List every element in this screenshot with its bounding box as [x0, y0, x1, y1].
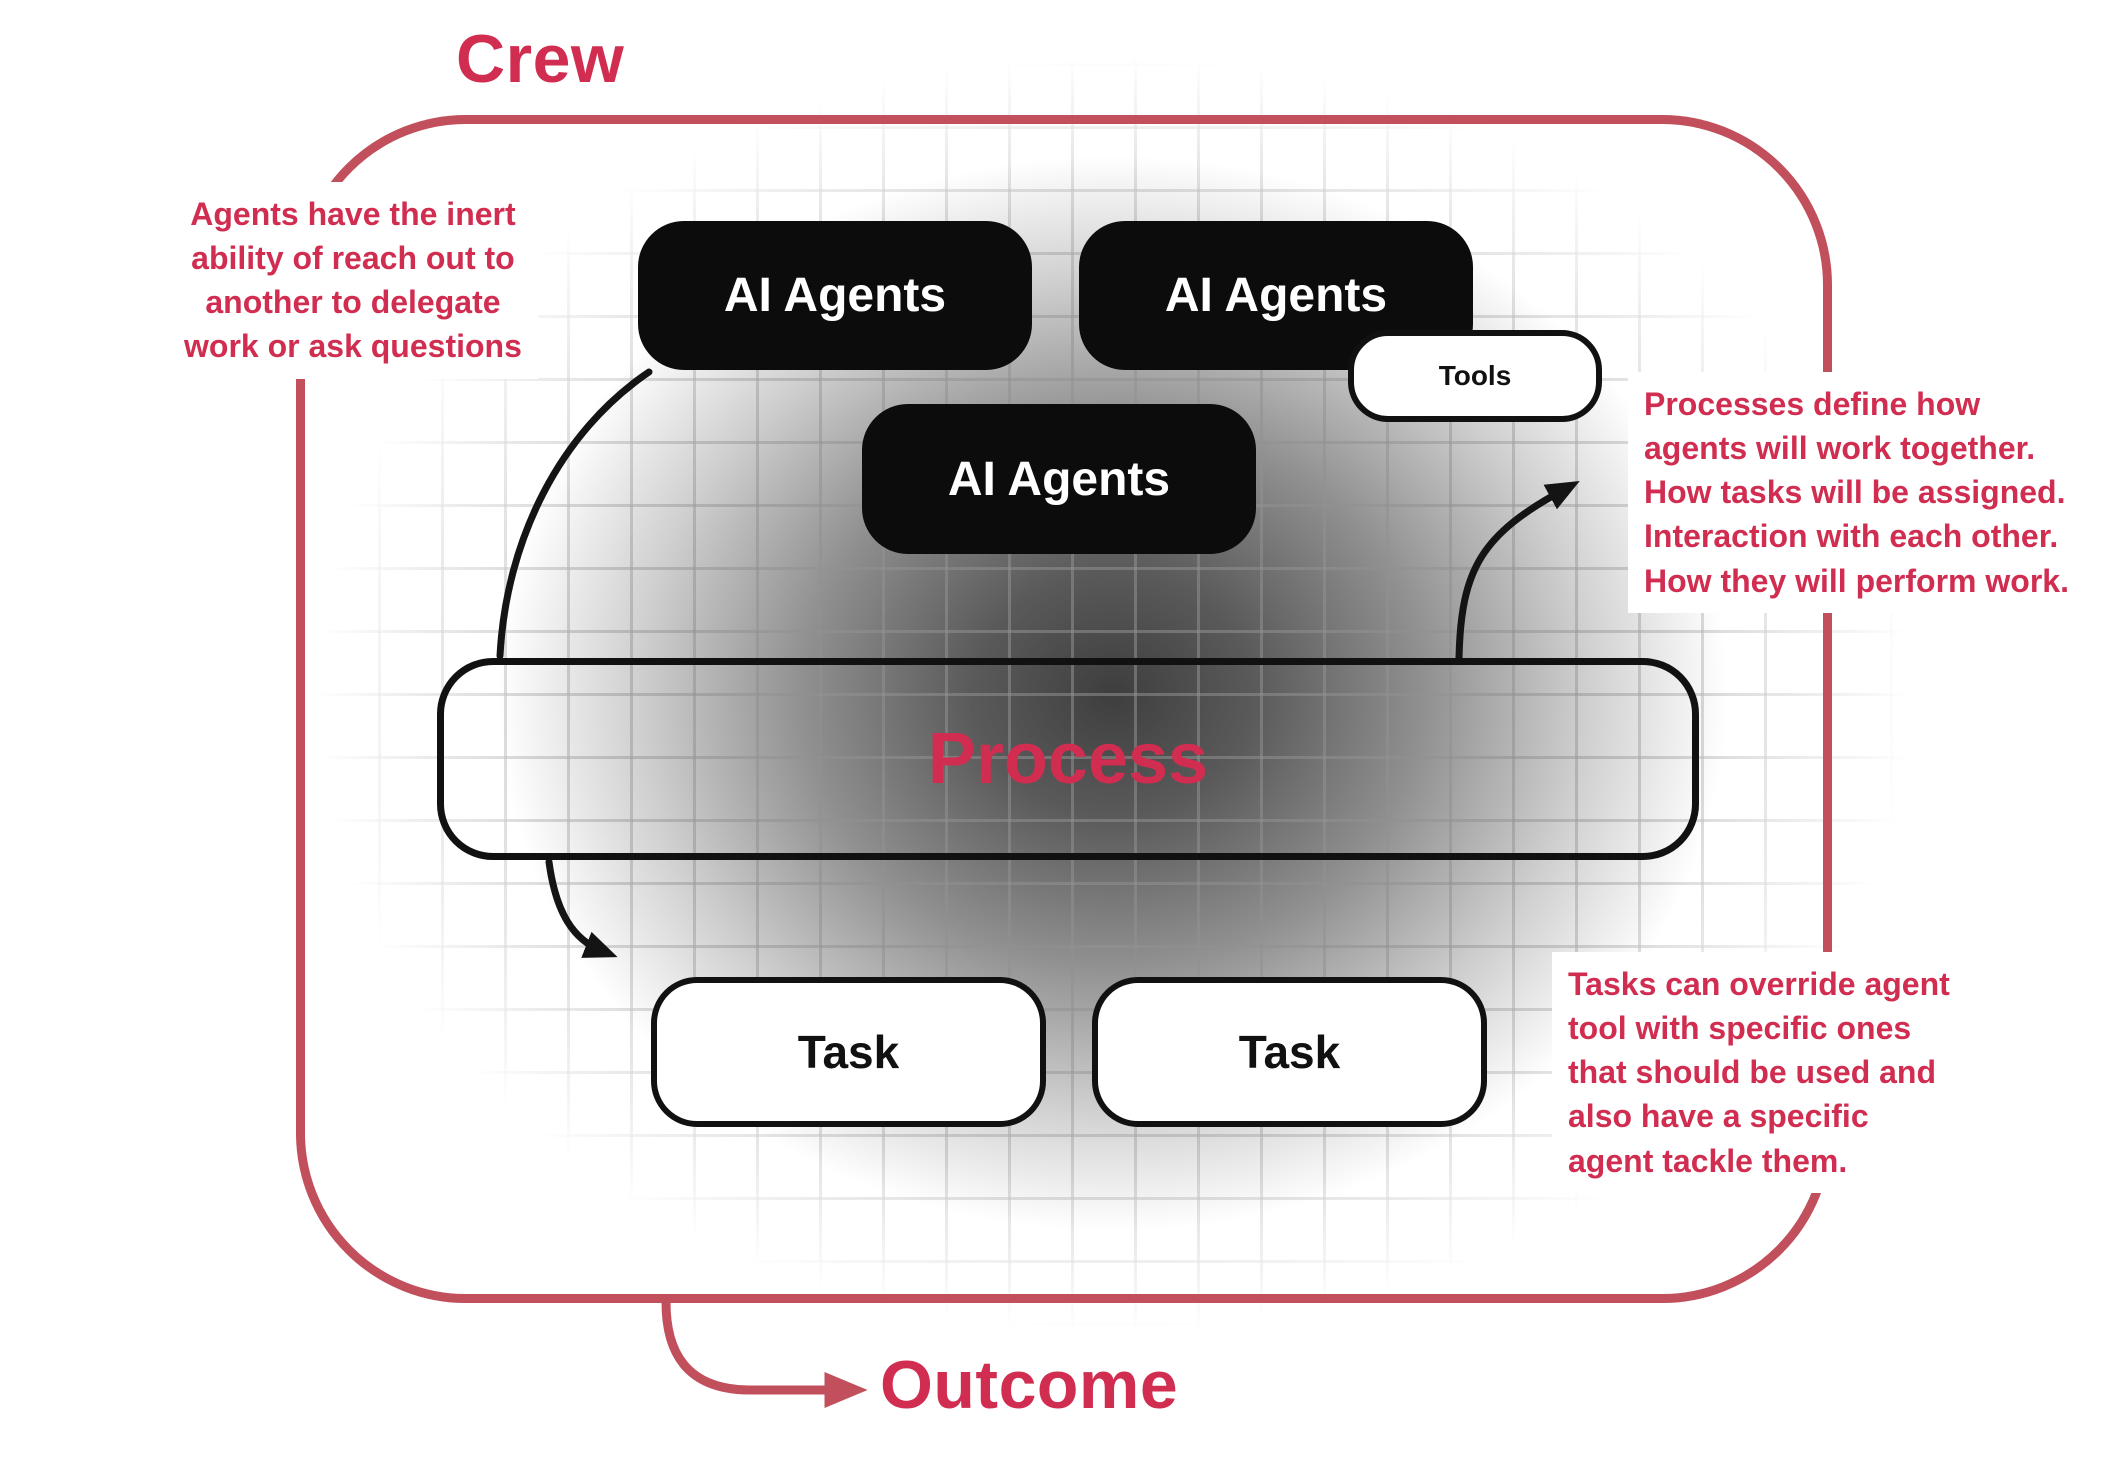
- arrow-agent-to-process: [496, 368, 653, 660]
- tools-badge: Tools: [1348, 330, 1602, 422]
- arrow-process-to-annotation: [1455, 480, 1580, 662]
- ai-agents-node-3: AI Agents: [862, 404, 1256, 554]
- arrow-process-to-task: [545, 858, 618, 958]
- outcome-title: Outcome: [880, 1347, 1179, 1423]
- annotation-tasks: Tasks can override agent tool with speci…: [1552, 952, 1966, 1193]
- task-node-1: Task: [651, 977, 1046, 1127]
- task-node-2: Task: [1092, 977, 1487, 1127]
- arrow-crew-to-outcome: [661, 1297, 868, 1408]
- crew-title: Crew: [456, 21, 625, 97]
- process-node: Process: [437, 658, 1699, 860]
- crew-boundary-frame: [296, 115, 1832, 1303]
- ai-agents-node-1: AI Agents: [638, 221, 1032, 370]
- annotation-processes: Processes define how agents will work to…: [1628, 372, 2085, 613]
- annotation-delegation: Agents have the inert ability of reach o…: [168, 182, 538, 379]
